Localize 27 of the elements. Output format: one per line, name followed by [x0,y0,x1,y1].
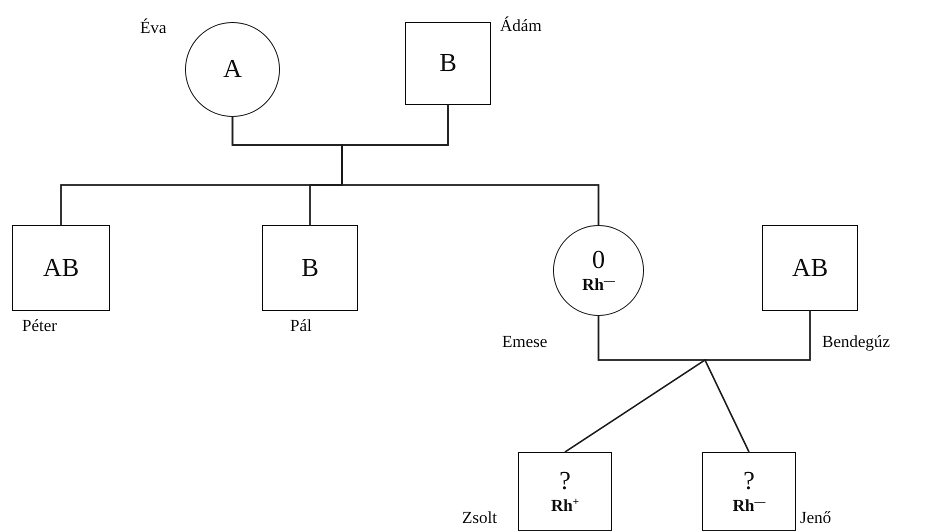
blood-type: B [439,49,457,78]
rh-factor: Rh$^{—}$ [732,496,766,516]
blood-type: B [301,254,319,282]
male-square [262,225,358,311]
blood-type: A [223,55,242,84]
person-name: Éva [140,18,166,38]
person-name: Jenő [800,508,832,528]
male-square [518,452,612,531]
person-name: Zsolt [462,508,497,528]
rh-factor: Rh$^{+}$ [550,496,579,516]
person-name: Bendegúz [822,332,890,352]
blood-type: AB [792,254,828,282]
male-square [702,452,796,531]
person-name: Pál [290,316,312,336]
blood-type: ? [559,467,571,496]
blood-type: 0 [592,246,605,275]
person-name: Emese [502,332,548,352]
person-name: Ádám [500,16,542,36]
male-square [12,225,110,311]
male-square [762,225,858,311]
rh-factor: Rh$^{—}$ [582,274,615,295]
pedigree-line [704,311,811,452]
person-name: Péter [22,316,57,336]
pedigree-line [341,105,600,225]
male-square [405,22,491,105]
blood-type: AB [42,254,80,282]
blood-type: ? [743,467,755,496]
